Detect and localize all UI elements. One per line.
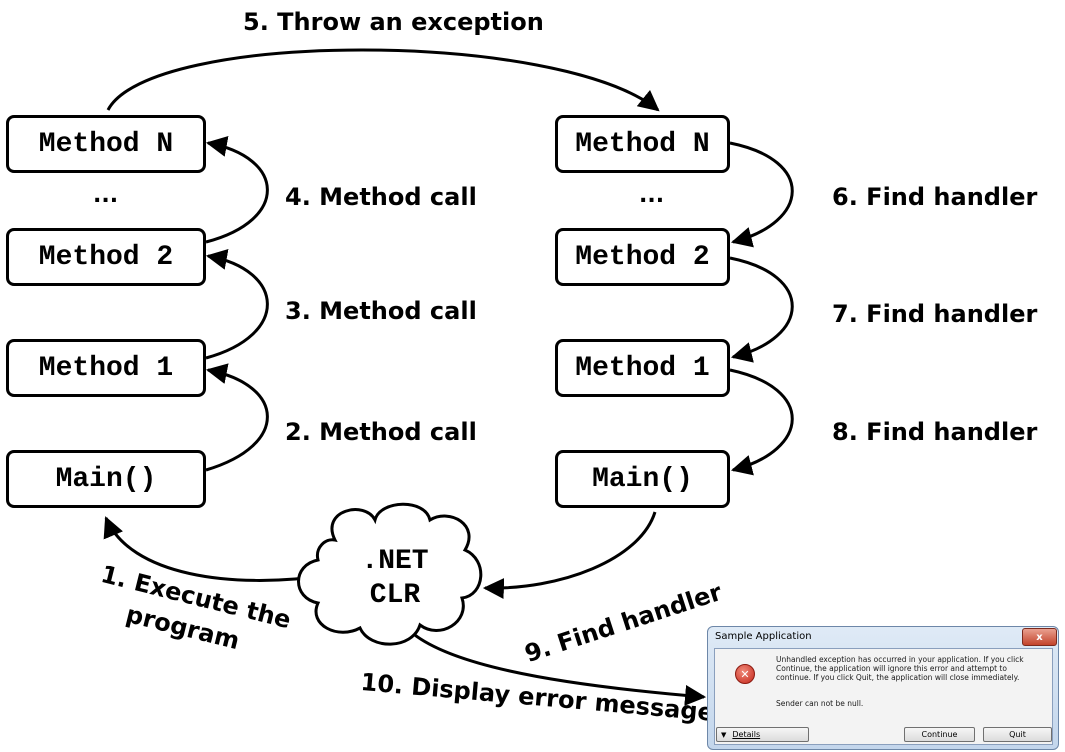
clr-line-1: .NET [361,546,429,577]
arrow-method-call-2 [205,363,269,472]
arrow-method-call-4 [205,136,269,244]
arrow-find-handler-6 [729,141,794,248]
left-method-n-box: Method N [6,115,206,173]
left-method-2-label: Method 2 [38,241,174,273]
arrow-execute-program [103,516,331,582]
right-method-2-box: Method 2 [555,228,730,286]
left-method-2-box: Method 2 [6,228,206,286]
dialog-detail: Sender can not be null. [776,699,864,708]
step-7-label: 7. Find handler [832,300,1038,328]
right-method-n-label: Method N [575,128,710,160]
left-method-1-box: Method 1 [6,339,206,397]
step-6-label: 6. Find handler [832,183,1038,211]
arrow-method-call-3 [205,249,269,360]
dialog-title: Sample Application [715,631,812,642]
clr-cloud [297,502,483,646]
right-method-n-box: Method N [555,115,730,173]
left-ellipsis: ... [93,183,119,208]
step-5-label: 5. Throw an exception [243,8,544,36]
left-method-1-label: Method 1 [38,352,174,384]
close-icon: x [1036,631,1043,643]
error-icon: ✕ [735,664,755,684]
arrow-find-handler-9 [482,511,657,599]
step-4-label: 4. Method call [285,183,477,211]
right-ellipsis: ... [639,183,665,208]
chevron-down-icon: ▼ [721,730,727,739]
dialog-message: Unhandled exception has occurred in your… [776,655,1024,682]
left-method-n-label: Method N [38,128,174,160]
arrow-find-handler-8 [729,368,794,476]
continue-button-label: Continue [921,730,958,739]
step-2-label: 2. Method call [285,418,477,446]
quit-button[interactable]: Quit [983,727,1052,742]
left-main-box: Main() [6,450,206,508]
dialog-body: ✕ Unhandled exception has occurred in yo… [714,648,1053,745]
step-3-label: 3. Method call [285,297,477,325]
right-main-label: Main() [592,463,693,495]
error-dialog: Sample Application x ✕ Unhandled excepti… [707,626,1059,750]
clr-label: .NET CLR [345,545,445,613]
right-method-1-box: Method 1 [555,339,730,397]
dialog-close-button[interactable]: x [1022,628,1057,646]
quit-button-label: Quit [1009,730,1026,739]
details-button[interactable]: ▼ Details [716,727,809,742]
arrow-find-handler-7 [729,256,794,363]
continue-button[interactable]: Continue [904,727,975,742]
left-main-label: Main() [55,463,157,495]
arrow-display-error [398,619,707,706]
right-method-2-label: Method 2 [575,241,710,273]
clr-line-2: CLR [369,580,421,611]
arrow-throw-exception [106,48,660,112]
right-main-box: Main() [555,450,730,508]
details-button-label: Details [732,730,761,739]
step-8-label: 8. Find handler [832,418,1038,446]
right-method-1-label: Method 1 [575,352,710,384]
